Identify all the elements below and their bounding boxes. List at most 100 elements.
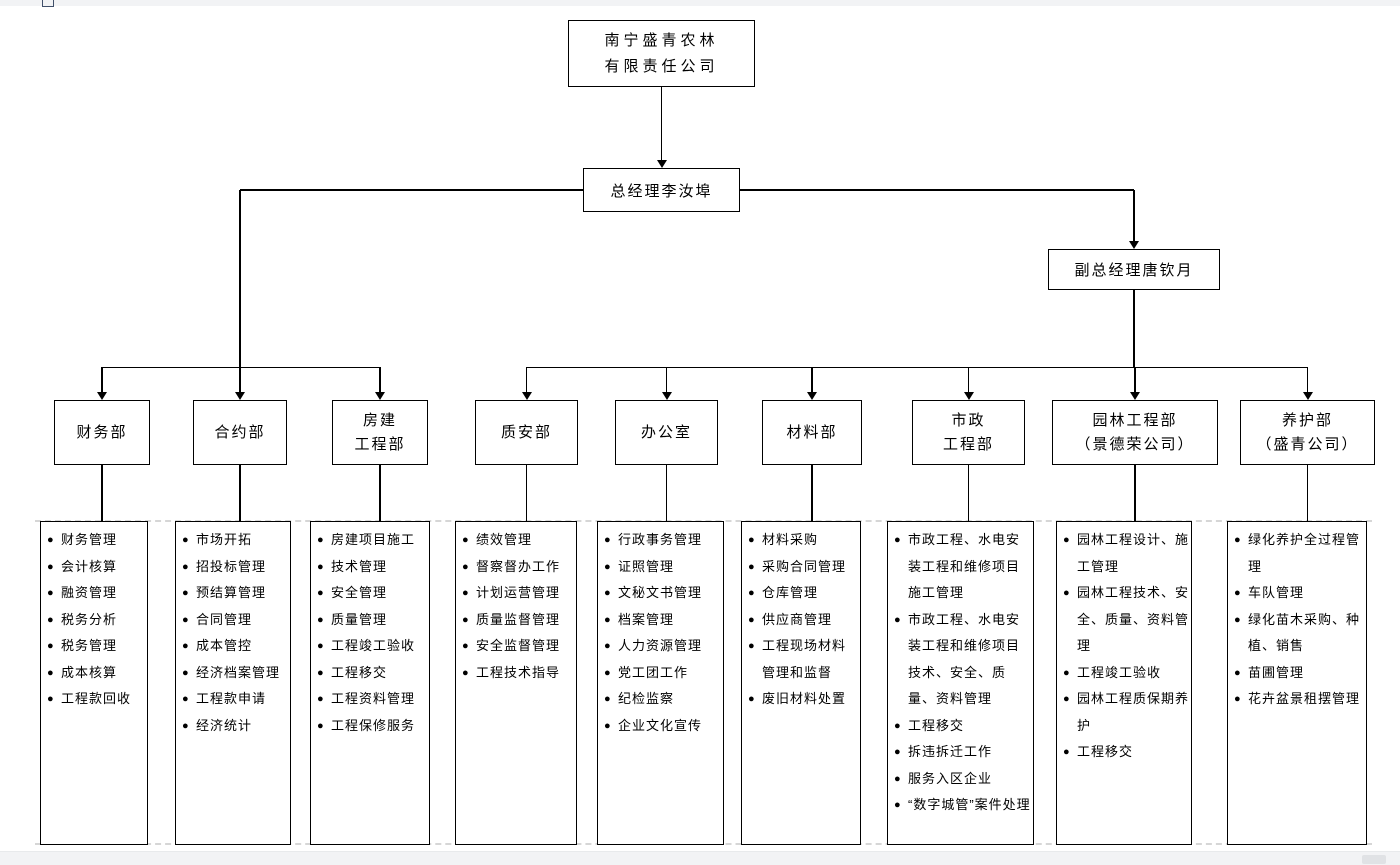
deputy-general-manager-label: 副总经理唐钦月 — [1074, 262, 1194, 279]
connector-line — [660, 87, 663, 160]
bullet-icon: ● — [462, 560, 469, 573]
duty-text: 工程款回收 — [61, 691, 132, 706]
bullet-icon: ● — [317, 613, 324, 626]
duty-item: ●税务管理 — [46, 633, 145, 660]
duty-item: ●材料采购 — [747, 527, 858, 554]
bullet-icon: ● — [317, 640, 324, 652]
bullet-icon: ● — [1063, 666, 1070, 679]
arrowhead-icon — [521, 392, 532, 400]
bullet-icon: ● — [47, 613, 54, 626]
bullet-icon: ● — [894, 613, 901, 626]
bullet-icon: ● — [47, 693, 54, 705]
arrowhead-icon — [1129, 241, 1139, 249]
duty-item: ●园林工程质保期养护 — [1062, 686, 1189, 739]
drop-line — [101, 366, 103, 393]
bullet-icon: ● — [604, 587, 611, 599]
stub-line — [1134, 465, 1136, 521]
connector-line — [239, 190, 241, 368]
dept-duty-list-6: ●材料采购●采购合同管理●仓库管理●供应商管理●工程现场材料管理和监督●废旧材料… — [741, 521, 861, 845]
duty-text: 材料采购 — [762, 532, 819, 547]
dept-box-6: 材料部 — [762, 400, 862, 465]
dept-name-line: 工程部 — [942, 435, 994, 453]
duty-text: 计划运营管理 — [476, 585, 561, 600]
duty-text: 园林工程技术、安全、质量、资料管理 — [1077, 585, 1190, 653]
duty-text: 技术管理 — [331, 558, 388, 574]
duty-item: ● 绿化苗木采购、种植、销售 — [1233, 607, 1364, 660]
horizontal-scrollbar-thumb[interactable] — [1362, 855, 1386, 864]
bullet-icon: ● — [47, 666, 54, 679]
dept-duty-list-4: ●绩效管理●督察督办工作●计划运营管理●质量监督管理●安全监督管理●工程技术指导 — [455, 521, 577, 845]
bullet-icon: ● — [462, 666, 469, 679]
duty-item: ●质量监督管理 — [461, 607, 574, 634]
bullet-icon: ● — [1063, 534, 1070, 546]
drop-line — [967, 366, 970, 393]
bullet-icon: ● — [462, 640, 469, 652]
bullet-icon: ● — [47, 534, 54, 546]
dept-name-line: （盛青公司） — [1256, 435, 1359, 453]
dept-name-line: 养护部 — [1281, 411, 1333, 429]
dept-box-1: 财务部 — [54, 400, 150, 465]
node-company: 南宁盛青农林 有限责任公司 — [568, 20, 755, 87]
duty-item: ●工程移交 — [316, 660, 427, 687]
dept-box-9: 养护部 （盛青公司） — [1240, 400, 1375, 465]
bullet-icon: ● — [1234, 613, 1241, 626]
duty-item: ●档案管理 — [603, 607, 721, 634]
duty-text: 会计核算 — [61, 558, 118, 574]
dept-name-line: 办公室 — [640, 423, 692, 441]
bullet-icon: ● — [1234, 587, 1241, 599]
stub-line — [811, 465, 813, 521]
stub-line — [1306, 465, 1309, 521]
bullet-icon: ● — [182, 613, 189, 626]
duty-item: ●市政工程、水电安装工程和维修项目技术、安全、质量、资料管理 — [893, 607, 1031, 713]
duty-item: ●房建项目施工 — [316, 527, 427, 554]
duty-text: 企业文化宣传 — [618, 717, 703, 733]
duty-item: ●税务分析 — [46, 607, 145, 634]
bullet-icon: ● — [894, 719, 901, 732]
duty-item: ●纪检监察 — [603, 686, 721, 713]
duty-item: ●仓库管理 — [747, 580, 858, 607]
bullet-icon: ● — [748, 560, 755, 573]
duty-text: 工程移交 — [908, 717, 965, 733]
drop-line — [525, 366, 528, 393]
bullet-icon: ● — [604, 560, 611, 573]
duty-item: ●成本管控 — [181, 633, 288, 660]
duty-item: ●采购合同管理 — [747, 554, 858, 581]
dept-duty-list-3: ●房建项目施工●技术管理●安全管理●质量管理●工程竣工验收●工程移交●工程资料管… — [310, 521, 430, 845]
duty-item: ●拆违拆迁工作 — [893, 739, 1031, 766]
duty-text: 工程资料管理 — [331, 691, 416, 706]
duty-item: ●行政事务管理 — [603, 527, 721, 554]
duty-text: 安全管理 — [331, 585, 388, 600]
bullet-icon: ● — [47, 560, 54, 573]
duty-text: 废旧材料处置 — [762, 691, 847, 706]
duty-text: 绩效管理 — [476, 532, 533, 547]
dept-name-line: 园林工程部 — [1092, 411, 1178, 429]
bullet-icon: ● — [894, 772, 901, 785]
bullet-icon: ● — [1063, 587, 1070, 599]
bullet-icon: ● — [182, 560, 189, 573]
duty-text: 花卉盆景租摆管理 — [1248, 691, 1361, 706]
bullet-icon: ● — [182, 666, 189, 679]
arrowhead-icon — [235, 392, 245, 400]
duty-item: ●融资管理 — [46, 580, 145, 607]
duty-text: 绿化苗木采购、种植、销售 — [1248, 611, 1361, 654]
stub-line — [379, 465, 381, 521]
duty-item: ●预结算管理 — [181, 580, 288, 607]
bullet-icon: ● — [462, 613, 469, 626]
duty-item: ●工程竣工验收 — [1062, 660, 1189, 687]
dept-box-8: 园林工程部（景德荣公司） — [1052, 400, 1218, 465]
duty-text: 工程款申请 — [196, 691, 267, 706]
general-manager-label: 总经理李汝埠 — [610, 182, 713, 200]
bullet-icon: ● — [182, 587, 189, 599]
dept-duty-list-5: ●行政事务管理●证照管理●文秘文书管理●档案管理●人力资源管理●党工团工作●纪检… — [597, 521, 724, 845]
connector-line — [1133, 290, 1135, 368]
bullet-icon: ● — [1234, 534, 1241, 546]
dept-box-4: 质安部 — [475, 400, 578, 465]
bullet-icon: ● — [182, 719, 189, 732]
node-deputy-general-manager: 副总经理唐钦月 — [1048, 249, 1220, 290]
top-toolbar-strip — [0, 0, 1400, 6]
duty-item: ●技术管理 — [316, 554, 427, 581]
dept-box-2: 合约部 — [193, 400, 287, 465]
drop-line — [665, 366, 668, 393]
duty-text: 工程技术指导 — [476, 664, 561, 680]
duty-item: ●工程现场材料管理和监督 — [747, 633, 858, 686]
